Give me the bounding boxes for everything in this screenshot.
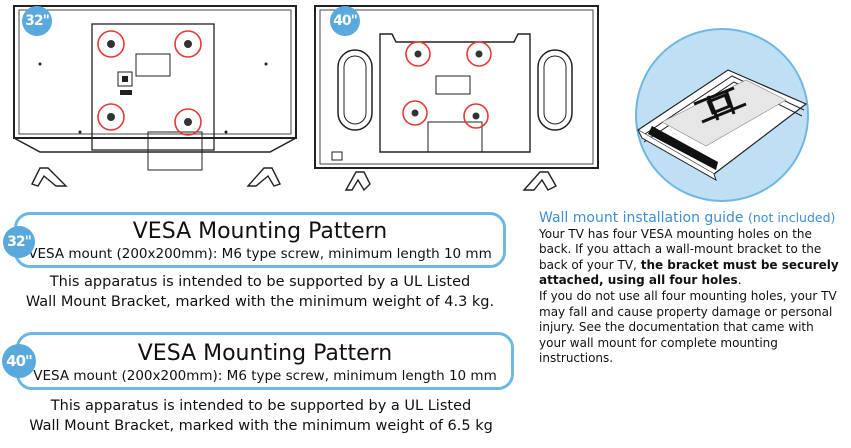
- guide-p1-end: .: [737, 273, 742, 288]
- vesa-badge-32: 32": [3, 226, 35, 258]
- guide-heading: Wall mount installation guide (not inclu…: [539, 210, 839, 227]
- vesa-title-32: VESA Mounting Pattern: [132, 219, 388, 244]
- weight-note-40-line1: This apparatus is intended to be support…: [50, 398, 472, 414]
- vesa-title-40: VESA Mounting Pattern: [137, 341, 393, 366]
- tv-32-back-illustration: [10, 4, 300, 192]
- wall-mount-bracket-illustration: [622, 26, 822, 204]
- vesa-subtitle-32: VESA mount (200x200mm): M6 type screw, m…: [28, 246, 492, 262]
- weight-note-40: This apparatus is intended to be support…: [14, 396, 508, 436]
- vesa-info-box-40: VESA Mounting Pattern VESA mount (200x20…: [16, 332, 514, 390]
- weight-note-40-line2: Wall Mount Bracket, marked with the mini…: [29, 418, 493, 434]
- wall-mount-guide: Wall mount installation guide (not inclu…: [539, 210, 839, 367]
- weight-note-32-line2: Wall Mount Bracket, marked with the mini…: [25, 294, 495, 310]
- guide-paragraph-1: Your TV has four VESA mounting holes on …: [539, 227, 839, 289]
- guide-paragraph-2: If you do not use all four mounting hole…: [539, 288, 837, 366]
- weight-note-32: This apparatus is intended to be support…: [18, 272, 502, 312]
- weight-note-32-line1: This apparatus is intended to be support…: [49, 274, 471, 290]
- vesa-info-box-32: VESA Mounting Pattern VESA mount (200x20…: [14, 212, 506, 268]
- guide-p1-bold: the bracket must be securely attached, u…: [539, 257, 839, 288]
- vesa-badge-40: 40": [2, 344, 36, 378]
- tv-40-back-illustration: [312, 4, 602, 192]
- vesa-subtitle-40: VESA mount (200x200mm): M6 type screw, m…: [33, 368, 497, 384]
- tv-size-badge-40: 40": [330, 6, 360, 36]
- guide-heading-text: Wall mount installation guide: [539, 210, 744, 226]
- guide-p1-text: Your TV has four VESA mounting holes on …: [539, 226, 822, 272]
- guide-heading-note: (not included): [748, 210, 836, 225]
- tv-size-badge-32: 32": [22, 6, 52, 36]
